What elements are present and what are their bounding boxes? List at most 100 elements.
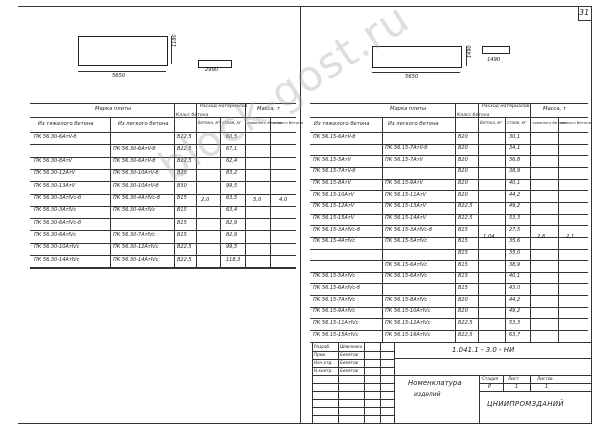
concrete-class: В15 [458, 273, 468, 280]
mark-light: ПК 56.30-10АтV-б [113, 170, 159, 177]
mark-light: ПК 56.15-7АтV [385, 156, 423, 163]
table-row-divider [30, 181, 296, 183]
concrete-class: В22,5 [458, 215, 473, 222]
table-row-divider [310, 260, 588, 262]
mark-light: ПК 56.30-7АтIVс [113, 231, 156, 238]
steel-kg: 35,6 [509, 238, 521, 245]
left-header-class: Класс бетона [176, 113, 209, 118]
mark-heavy: ПК 56.15-10АтV [313, 191, 355, 198]
table-row-divider [310, 236, 588, 238]
table-row-divider [310, 143, 588, 145]
name-checker: Бекетов [340, 352, 359, 357]
steel-kg: 34,1 [509, 145, 521, 152]
mark-heavy: ПК 56.15-5АтIVс [313, 273, 356, 280]
table-row-divider [30, 255, 296, 256]
steel-kg: 36,8 [509, 156, 521, 163]
role-norm-control: Н.контр. [314, 368, 333, 373]
frame-top [18, 6, 592, 7]
table-row-divider [310, 283, 588, 285]
mark-light: ПК 56.15-16АтIVс [385, 331, 431, 338]
left-slab-section [198, 60, 232, 68]
mark-light: ПК 56.30-6АтV-б [113, 145, 156, 152]
right-slab-section [482, 46, 510, 54]
name-norm-control: Бекетов [340, 368, 359, 373]
table-row-divider [310, 225, 588, 227]
steel-kg: 82,9 [226, 219, 238, 226]
concrete-class: В15 [177, 231, 187, 238]
title-line-2: изделий [414, 391, 441, 398]
steel-kg: 49,2 [509, 203, 521, 210]
concrete-class: В15 [458, 238, 468, 245]
watermark: block-gost.ru [150, 0, 418, 192]
mark-heavy: ПК 56.15-15АтV [313, 215, 355, 222]
concrete-class: В30 [177, 182, 187, 189]
table-row-divider [310, 295, 588, 297]
mark-light: ПК 56.15-14АтV [385, 215, 427, 222]
mark-light: ПК 56.15-6АтIVс [385, 261, 428, 268]
mark-heavy: ПК 56.30-10АтIVс [34, 244, 80, 251]
mark-heavy: ПК 56.15-6АтIVс-б [313, 284, 361, 291]
steel-kg: 118,3 [226, 256, 241, 263]
concrete-class: В22,5 [177, 244, 192, 251]
right-header-heavy: Из тяжелого бетона [314, 121, 370, 127]
mark-heavy: ПК 56.15-7АтV-б [313, 168, 356, 175]
table-row-divider [310, 318, 588, 320]
table-row-divider [30, 156, 296, 158]
right-header-class: Класс бетона [457, 113, 490, 118]
table-row-divider [30, 242, 296, 244]
table-row-divider [310, 271, 588, 273]
mark-light: ПК 56.15-11АтV [385, 191, 427, 198]
concrete-class: В20 [458, 145, 468, 152]
frame-right [591, 6, 592, 424]
mark-heavy: ПК 56.15-4АтIVс [313, 238, 356, 245]
mark-heavy: ПК 56.15-8АтV [313, 180, 351, 187]
right-header-light: Из легкого бетона [388, 121, 439, 127]
mark-light: ПК 56.15-6АтIVс [385, 273, 428, 280]
steel-kg: 38,9 [509, 261, 521, 268]
table-row-divider [310, 306, 588, 308]
concrete-class: В22,5 [177, 158, 192, 165]
steel-kg: 99,5 [226, 182, 238, 189]
left-header-mass-heavy: тяжелого бетона [247, 120, 282, 125]
steel-kg: 35,0 [509, 250, 521, 256]
steel-kg: 63,4 [226, 207, 238, 214]
right-header-mass-light: легкого бетона [560, 120, 591, 125]
mark-light: ПК 56.30-4АтIVс-б [113, 195, 161, 201]
steel-kg: 82,9 [226, 231, 238, 238]
mark-heavy: ПК 56.30-13АтV [34, 182, 76, 189]
mark-light: ПК 56.15-7АтV-б [385, 145, 428, 152]
stage-value: Р [488, 384, 492, 390]
left-concrete-value: 2,0 [201, 197, 210, 203]
steel-kg: 63,5 [226, 195, 238, 201]
concrete-class: В20 [458, 168, 468, 175]
mark-heavy: ПК 56.15-11АтIVс [313, 319, 359, 326]
steel-kg: 40,1 [509, 180, 521, 187]
right-header-concrete: бетона, м³ [480, 120, 502, 125]
right-mass-light-value: 2,1 [566, 234, 575, 240]
right-slab-plan [372, 46, 462, 68]
mark-heavy: ПК 56.15-3АтIVс-б [313, 226, 361, 233]
right-mass-heavy-value: 2,6 [537, 234, 546, 240]
concrete-class: В22,5 [458, 319, 473, 326]
left-header-steel: стали, кг [222, 120, 242, 125]
mark-light: ПК 56.30-12АтIVс [113, 244, 159, 251]
frame-bottom [18, 423, 592, 424]
concrete-class: В22,5 [177, 256, 192, 263]
concrete-class: В15 [458, 261, 468, 268]
mark-heavy: ПК 56.15-12АтV [313, 203, 355, 210]
title-line-1: Номенклатура [408, 379, 462, 387]
left-header-concrete: бетона, м³ [198, 120, 220, 125]
sheet-divider [300, 6, 301, 424]
mark-heavy: ПК 56.30-3АтIVс [34, 207, 77, 214]
mark-heavy: ПК 56.30-8АтV [34, 158, 72, 165]
steel-kg: 44,2 [509, 296, 521, 303]
left-header-mark: Марка плиты [95, 106, 132, 112]
left-dim-width: 5650 [112, 73, 126, 79]
table-row-divider [310, 201, 588, 203]
sheet-label: Лист [508, 376, 519, 381]
table-row-divider [310, 213, 588, 215]
left-dim-small: 2990 [205, 67, 219, 73]
mark-heavy: ПК 56.15-15АтIVс [313, 331, 359, 338]
role-designer: Разраб. [314, 344, 331, 349]
